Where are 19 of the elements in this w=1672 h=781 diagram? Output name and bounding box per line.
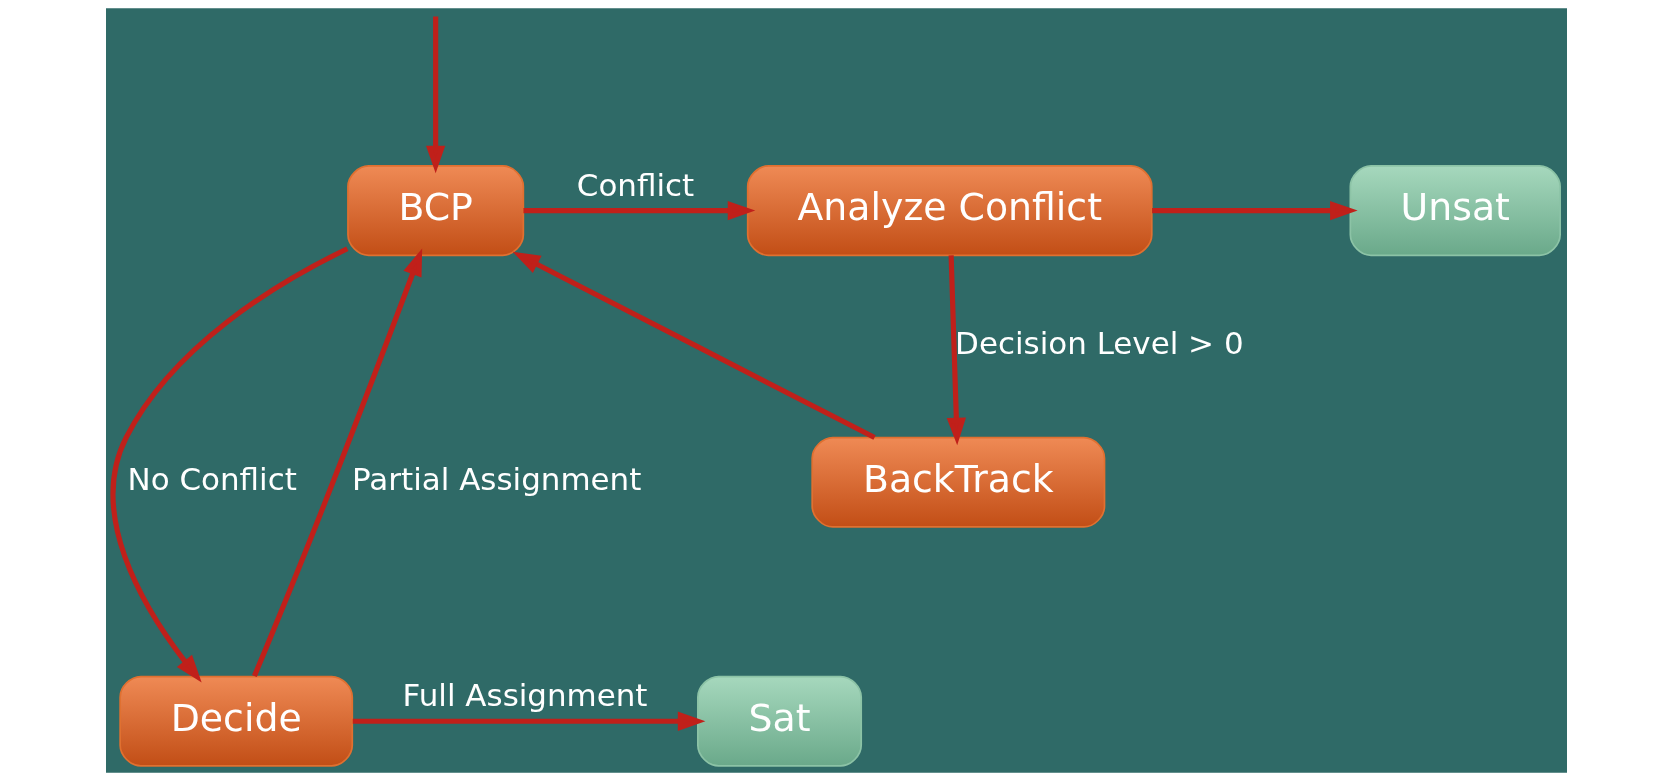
node-box: Sat (696, 675, 862, 767)
arrow (522, 200, 755, 221)
edge-label: Full Assignment (402, 677, 648, 714)
arrow (1151, 200, 1358, 221)
arrow (352, 711, 705, 731)
edge-label: Conflict (576, 166, 694, 203)
node-box: Unsat (1349, 165, 1561, 257)
node-box: Analyze Conflict (746, 165, 1153, 257)
node-box: BCP (346, 165, 524, 257)
arrow (251, 248, 422, 678)
node-box: Decide (118, 675, 353, 767)
edge-label: Partial Assignment (351, 460, 641, 497)
edge-label: Decision Level > 0 (954, 324, 1244, 361)
arrow (110, 246, 348, 683)
arrow (946, 255, 966, 446)
node-box: BackTrack (810, 436, 1105, 528)
arrow (512, 251, 876, 440)
edge-label: No Conflict (127, 460, 297, 497)
arrow (425, 16, 445, 174)
